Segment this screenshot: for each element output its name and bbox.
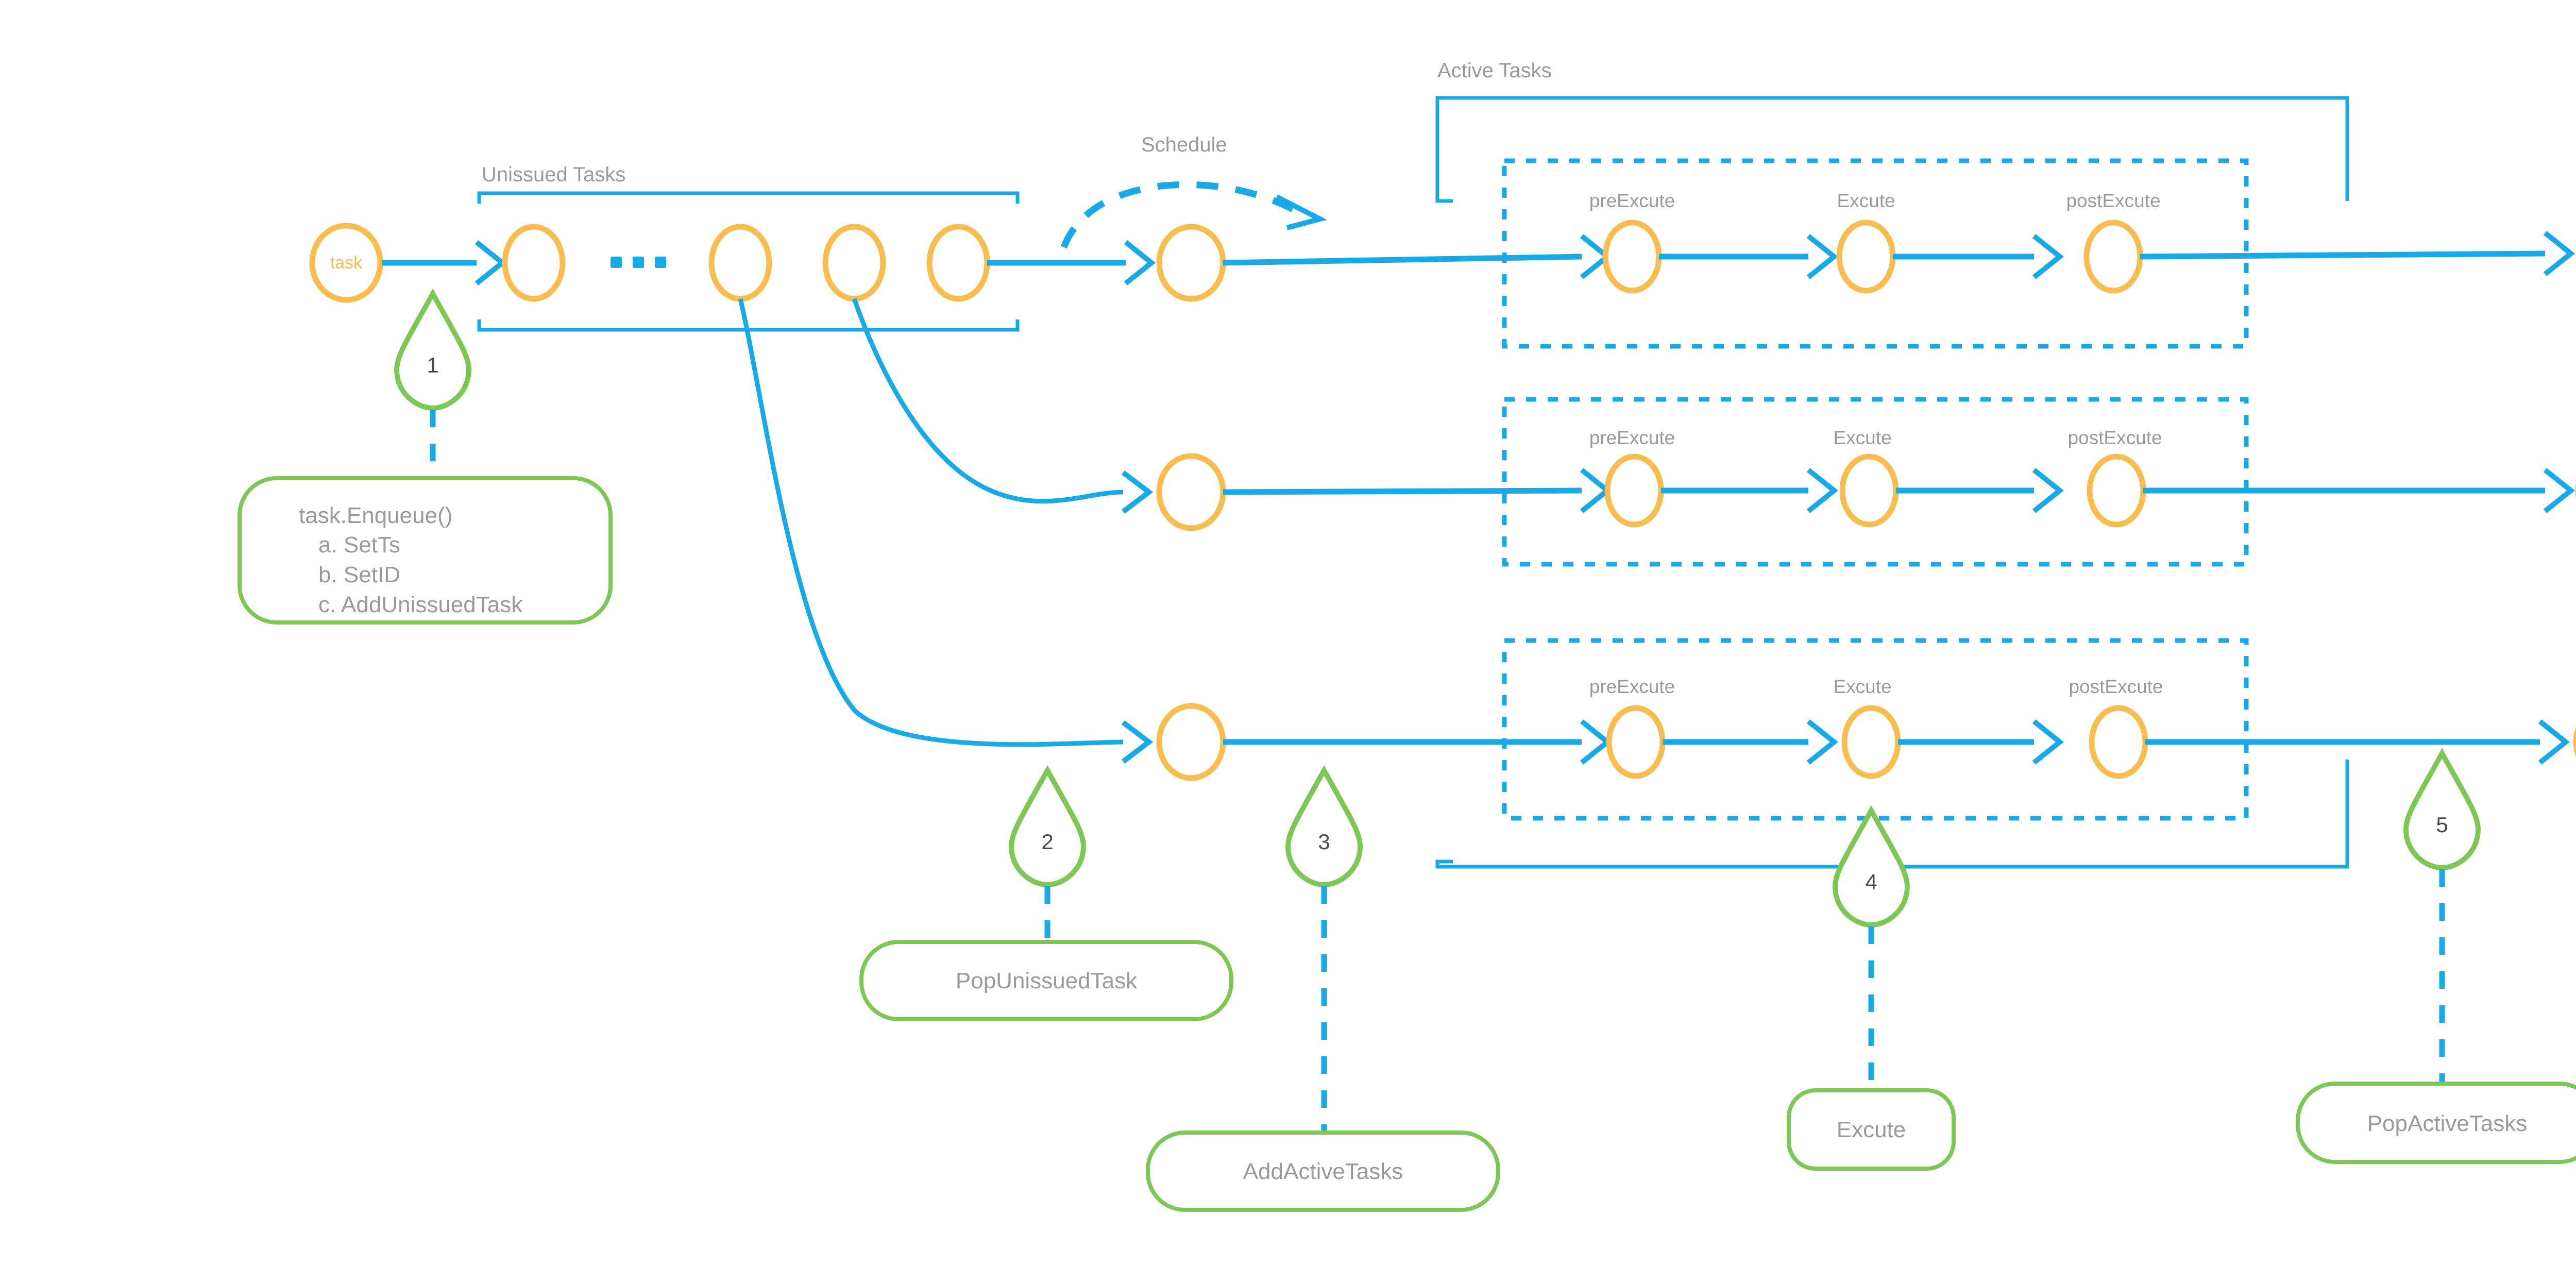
stage-label-post-row-2: postExcute (2067, 427, 2162, 448)
stage-node-ex-row-3[interactable] (1841, 705, 1901, 779)
callout-excute: Excute (1787, 1088, 1956, 1171)
stage-node-post-row-2[interactable] (2087, 453, 2146, 528)
schedule-label: Schedule (1141, 133, 1227, 156)
pipeline-row-2: preExcute Excute postExcute (1223, 427, 2576, 528)
stage-label-pre-row-1: preExcute (1589, 190, 1675, 211)
queue-ellipsis (611, 257, 666, 268)
stage-label-ex-row-1: Excute (1837, 190, 1895, 211)
stage-node-ex-row-2[interactable] (1839, 453, 1899, 528)
edge-sched2-to-pre2 (1223, 487, 1582, 495)
stage-label-pre-row-2: preExcute (1589, 427, 1675, 448)
edge-post1-to-end1 (2140, 250, 2546, 260)
stage-node-post-row-1[interactable] (2083, 220, 2143, 294)
arrowhead-ex2-to-post2 (2032, 468, 2064, 513)
arrowhead-pre1-to-ex1 (1806, 234, 1839, 279)
callout-enqueue-title: task.Enqueue() (299, 503, 452, 528)
source-task-node[interactable]: task (309, 223, 383, 303)
active-tasks-bracket (1435, 96, 2349, 869)
marker-4-number: 4 (1865, 870, 1877, 894)
stage-node-pre-row-1[interactable] (1602, 220, 1662, 294)
callout-pop-active-label: PopActiveTasks (2367, 1111, 2528, 1136)
callout-enqueue-step-a: a. SetTs (318, 532, 400, 558)
marker-2[interactable]: 2 (1008, 765, 1087, 888)
schedule-dashed-arrow (1060, 181, 1327, 249)
unissued-queue-node-2[interactable] (708, 224, 772, 302)
marker-2-number: 2 (1041, 830, 1053, 854)
arrowhead-post2-to-end2 (2543, 468, 2575, 513)
callout-pop-unissued-label: PopUnissuedTask (956, 968, 1138, 993)
stage-label-post-row-1: postExcute (2066, 190, 2160, 211)
unissued-tasks-group-label: Unissued Tasks (482, 163, 625, 186)
callout-add-active: AddActiveTasks (1146, 1131, 1500, 1212)
marker-3-number: 3 (1318, 830, 1330, 854)
marker-4[interactable]: 4 (1832, 805, 1910, 928)
marker-3[interactable]: 3 (1285, 765, 1363, 888)
edge-sched1-to-pre1 (1223, 254, 1582, 266)
arrowhead-task-to-queue (474, 240, 507, 285)
stage-label-post-row-3: postExcute (2069, 676, 2163, 697)
arrowhead-pre2-to-ex2 (1806, 468, 1839, 513)
pipeline-row-3: preExcute Excute postExcute (1223, 676, 2576, 779)
arrowhead-sched3-to-pre3 (1580, 719, 1612, 765)
callout-pop-active: PopActiveTasks (2296, 1082, 2576, 1164)
unissued-queue-node-3[interactable] (822, 224, 886, 302)
scheduler-node-row-3[interactable] (1156, 703, 1226, 781)
arrowhead-queue2-to-row3 (1121, 720, 1154, 764)
marker-5[interactable]: 5 (2403, 748, 2481, 871)
arrowhead-ex1-to-post1 (2032, 234, 2064, 279)
arrowhead-queue3-to-row2 (1121, 470, 1154, 514)
stage-node-post-row-3[interactable] (2089, 705, 2148, 779)
marker-1-number: 1 (427, 353, 438, 377)
arrowhead-post3-to-end3 (2538, 719, 2570, 765)
pipeline-dashed-box-row-3 (1502, 638, 2249, 821)
stage-label-ex-row-2: Excute (1833, 427, 1891, 448)
arrowhead-sched2-to-pre2 (1580, 468, 1612, 513)
stage-label-ex-row-3: Excute (1833, 676, 1891, 697)
pipeline-row-1: preExcute Excute postExcute (1223, 190, 2575, 294)
arrowhead-queue-to-sched-1 (1124, 240, 1156, 285)
pipeline-dashed-box-row-2 (1502, 397, 2249, 567)
callout-enqueue: task.Enqueue() a. SetTs b. SetID c. AddU… (238, 476, 613, 625)
arrowhead-ex3-to-post3 (2032, 719, 2064, 765)
stage-label-pre-row-3: preExcute (1589, 676, 1675, 697)
callout-add-active-label: AddActiveTasks (1243, 1159, 1403, 1184)
callout-enqueue-step-c: c. AddUnissuedTask (318, 592, 523, 617)
marker-5-number: 5 (2436, 813, 2448, 837)
scheduler-node-row-2[interactable] (1156, 453, 1226, 531)
source-task-label: task (330, 253, 363, 273)
stage-node-ex-row-1[interactable] (1836, 220, 1896, 294)
callout-enqueue-step-b: b. SetID (318, 562, 400, 587)
scheduler-node-row-1[interactable] (1156, 224, 1226, 302)
arrowhead-pre3-to-ex3 (1806, 719, 1839, 765)
arrowhead-post1-to-end1 (2543, 231, 2575, 276)
marker-1[interactable]: 1 (394, 288, 472, 411)
unissued-queue-node-4[interactable] (926, 224, 990, 302)
stage-node-pre-row-3[interactable] (1606, 705, 1666, 779)
stage-node-pre-row-2[interactable] (1604, 453, 1664, 528)
edge-queue3-to-row2 (852, 298, 1124, 504)
callout-pop-unissued: PopUnissuedTask (859, 940, 1233, 1021)
callout-excute-label: Excute (1837, 1117, 1906, 1142)
edge-queue2-to-row3 (738, 298, 1124, 747)
pipeline-dashed-box-row-1 (1502, 158, 2249, 349)
active-tasks-group-label: Active Tasks (1437, 59, 1552, 82)
unissued-queue-node-1[interactable] (502, 224, 566, 302)
